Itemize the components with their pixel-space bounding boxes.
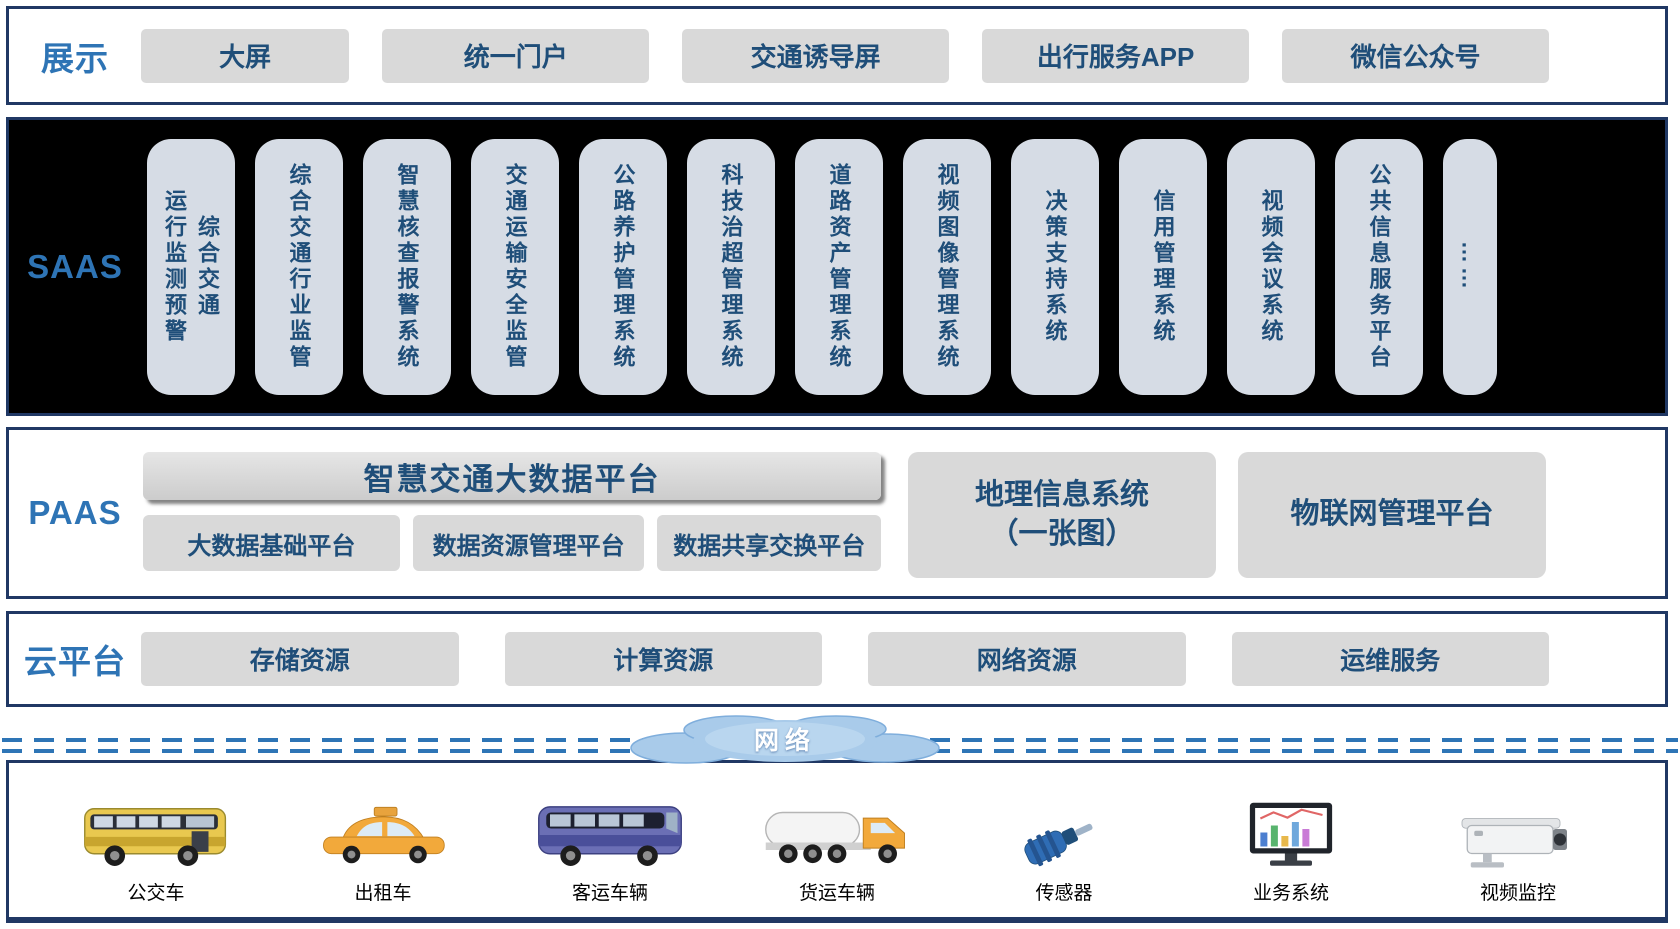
saas-card-credit-management: 信用管理系统 — [1119, 138, 1207, 395]
paas-sub-data-sharing-exchange: 数据共享交换平台 — [657, 515, 881, 571]
device-business-system: 业务系统 — [1191, 797, 1391, 905]
display-layer: 展示 大屏 统一门户 交通诱导屏 出行服务APP 微信公众号 — [6, 6, 1668, 105]
display-items-row: 大屏 统一门户 交通诱导屏 出行服务APP 微信公众号 — [141, 9, 1550, 102]
saas-card-label: 公共信息服务平台 — [1366, 162, 1392, 371]
device-coach-bus: 客运车辆 — [510, 795, 710, 905]
saas-card-label: 道路资产管理系统 — [826, 162, 852, 371]
paas-sub-bigdata-base: 大数据基础平台 — [143, 515, 400, 571]
devices-layer: 公交车 出租车 — [6, 760, 1668, 923]
display-item-traffic-guidance-screen: 交通诱导屏 — [682, 28, 950, 83]
saas-card-road-asset-management: 道路资产管理系统 — [795, 138, 883, 395]
saas-card-label: 公路养护管理系统 — [610, 162, 636, 371]
saas-card-video-conference: 视频会议系统 — [1227, 138, 1315, 395]
saas-layer-label: SAAS — [27, 247, 123, 285]
device-label: 视频监控 — [1479, 883, 1556, 904]
cloud-item-storage-resource: 存储资源 — [141, 632, 459, 686]
saas-card-public-info-service: 公共信息服务平台 — [1335, 138, 1423, 395]
saas-card-decision-support: 决策支持系统 — [1011, 138, 1099, 395]
cctv-camera-icon — [1461, 818, 1567, 868]
cloud-items-row: 存储资源 计算资源 网络资源 运维服务 — [141, 614, 1549, 704]
taxi-icon — [323, 806, 445, 864]
saas-card-label: …… — [1457, 240, 1483, 293]
sensor-icon — [1024, 823, 1093, 867]
cloud-item-ops-service: 运维服务 — [1231, 632, 1549, 686]
paas-gis-platform: 地理信息系统 （一张图） — [908, 452, 1216, 578]
paas-layer-label: PAAS — [28, 494, 122, 531]
saas-card-label: 视频图像管理系统 — [934, 162, 960, 371]
saas-card-industry-supervision: 综合交通行业监管 — [255, 138, 343, 395]
device-label: 公交车 — [127, 883, 185, 904]
freight-truck-icon — [765, 811, 905, 864]
saas-cards-row: 综合交通 运行监测预警 综合交通行业监管 智慧核查报警系统 交通运输安全监管 公… — [147, 120, 1497, 413]
saas-card-highway-maintenance: 公路养护管理系统 — [579, 138, 667, 395]
display-item-wechat-official-account: 微信公众号 — [1282, 28, 1550, 83]
paas-bigdata-platform: 智慧交通大数据平台 — [143, 452, 881, 500]
saas-card-label: 科技治超管理系统 — [718, 162, 744, 371]
device-label: 业务系统 — [1252, 883, 1329, 904]
display-item-big-screen: 大屏 — [141, 28, 350, 83]
business-system-icon — [1249, 802, 1333, 866]
paas-bigdata-group: 智慧交通大数据平台 大数据基础平台 数据资源管理平台 数据共享交换平台 — [143, 452, 881, 571]
saas-card-smart-check-alarm: 智慧核查报警系统 — [363, 138, 451, 395]
saas-card-label: 交通运输安全监管 — [502, 162, 528, 371]
device-bus: 公交车 — [56, 795, 256, 905]
cloud-platform-layer-label: 云平台 — [24, 643, 126, 680]
saas-card-ellipsis: …… — [1443, 138, 1497, 395]
display-item-unified-portal: 统一门户 — [382, 28, 650, 83]
device-sensor: 传感器 — [964, 803, 1164, 905]
paas-layer: PAAS 智慧交通大数据平台 大数据基础平台 数据资源管理平台 数据共享交换平台… — [6, 427, 1668, 599]
cloud-item-network-resource: 网络资源 — [868, 632, 1186, 686]
coach-bus-icon — [538, 806, 682, 866]
cloud-platform-layer: 云平台 存储资源 计算资源 网络资源 运维服务 — [6, 611, 1668, 707]
device-freight-truck: 货运车辆 — [737, 795, 937, 905]
network-cloud: 网络 — [628, 712, 942, 766]
saas-card-label: 信用管理系统 — [1150, 188, 1176, 345]
saas-card-overload-management: 科技治超管理系统 — [687, 138, 775, 395]
saas-card-traffic-monitoring-warning: 综合交通 运行监测预警 — [147, 138, 235, 395]
saas-card-label: 综合交通行业监管 — [286, 162, 312, 371]
saas-layer: SAAS 综合交通 运行监测预警 综合交通行业监管 智慧核查报警系统 交通运输安… — [6, 117, 1668, 416]
device-label: 出租车 — [354, 883, 412, 904]
paas-iot-platform: 物联网管理平台 — [1238, 452, 1546, 578]
network-label: 网络 — [753, 727, 816, 755]
paas-sub-platforms-row: 大数据基础平台 数据资源管理平台 数据共享交换平台 — [143, 515, 881, 571]
device-label: 传感器 — [1035, 883, 1093, 904]
cloud-shape-icon — [630, 715, 940, 764]
saas-card-label: 综合交通 运行监测预警 — [162, 188, 220, 345]
devices-row: 公交车 出租车 — [9, 763, 1665, 917]
device-cctv-camera: 视频监控 — [1418, 797, 1618, 905]
device-taxi: 出租车 — [283, 799, 483, 905]
device-label: 货运车辆 — [798, 883, 875, 904]
paas-sub-data-resource-mgmt: 数据资源管理平台 — [412, 515, 645, 571]
saas-card-label: 视频会议系统 — [1258, 188, 1284, 345]
saas-card-video-image-management: 视频图像管理系统 — [903, 138, 991, 395]
display-item-travel-service-app: 出行服务APP — [982, 28, 1250, 83]
saas-card-label: 智慧核查报警系统 — [394, 162, 420, 371]
display-layer-label: 展示 — [41, 39, 109, 77]
saas-card-transport-safety-supervision: 交通运输安全监管 — [471, 138, 559, 395]
cloud-item-computing-resource: 计算资源 — [504, 632, 822, 686]
bus-icon — [84, 808, 227, 866]
saas-card-label: 决策支持系统 — [1042, 188, 1068, 345]
device-label: 客运车辆 — [571, 883, 648, 904]
